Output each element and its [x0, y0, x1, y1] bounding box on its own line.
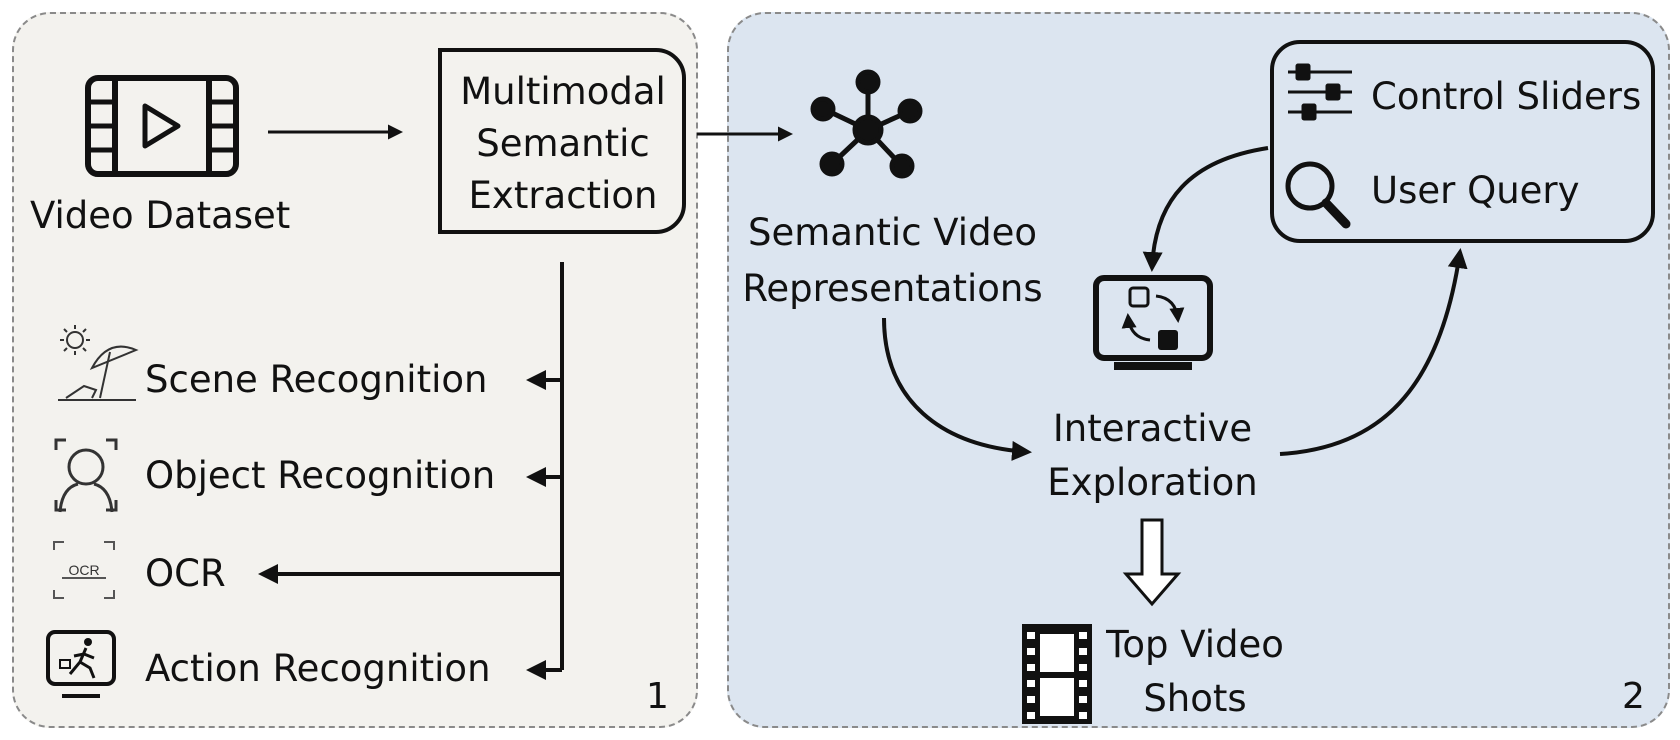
arrow-representation-to-exploration — [882, 317, 1032, 461]
representation-label-line-2: Representations — [742, 267, 1043, 310]
multimodal-extraction-box — [438, 48, 686, 234]
ocr-label: OCR — [145, 552, 226, 595]
scene-recognition-label: Scene Recognition — [145, 358, 488, 401]
extraction-label: Multimodal Semantic Extraction — [438, 66, 688, 222]
interactive-monitor-icon — [1093, 275, 1213, 370]
representation-label-line-1: Semantic Video — [748, 211, 1037, 254]
video-dataset-label: Video Dataset — [30, 194, 291, 237]
panel-number-1: 1 — [646, 676, 669, 717]
film-strip-icon — [1022, 624, 1092, 724]
hollow-down-arrow — [1122, 518, 1182, 607]
arrow-exploration-to-controls — [1279, 248, 1468, 456]
ocr-icon-text: OCR — [68, 562, 99, 578]
object-recognition-label: Object Recognition — [145, 454, 496, 497]
representation-label: Semantic Video Representations — [725, 205, 1060, 317]
arrow-controls-to-exploration — [1142, 146, 1269, 272]
user-query-label: User Query — [1371, 169, 1580, 212]
output-label: Top Video Shots — [1095, 618, 1295, 726]
video-film-icon — [85, 75, 239, 177]
action-recognition-label: Action Recognition — [145, 647, 491, 690]
running-person-monitor-icon — [46, 630, 116, 698]
extraction-branch-lines — [258, 262, 564, 680]
ocr-scan-icon — [53, 541, 115, 599]
control-sliders-label: Control Sliders — [1371, 75, 1642, 118]
exploration-label-line-1: Interactive — [1052, 407, 1253, 450]
exploration-label: Interactive Exploration — [1030, 402, 1275, 510]
panel-number-2: 2 — [1622, 676, 1645, 717]
face-scan-icon — [54, 438, 118, 513]
extraction-label-line-2: Semantic — [476, 122, 650, 165]
sliders-icon — [1288, 63, 1352, 121]
extraction-label-line-1: Multimodal — [460, 70, 666, 113]
exploration-label-line-2: Exploration — [1047, 461, 1258, 504]
output-label-line-2: Shots — [1143, 677, 1247, 720]
output-label-line-1: Top Video — [1106, 623, 1284, 666]
magnifier-icon — [1285, 161, 1351, 229]
beach-scene-icon — [58, 325, 139, 401]
extraction-label-line-3: Extraction — [468, 174, 658, 217]
network-hub-icon — [810, 69, 923, 179]
